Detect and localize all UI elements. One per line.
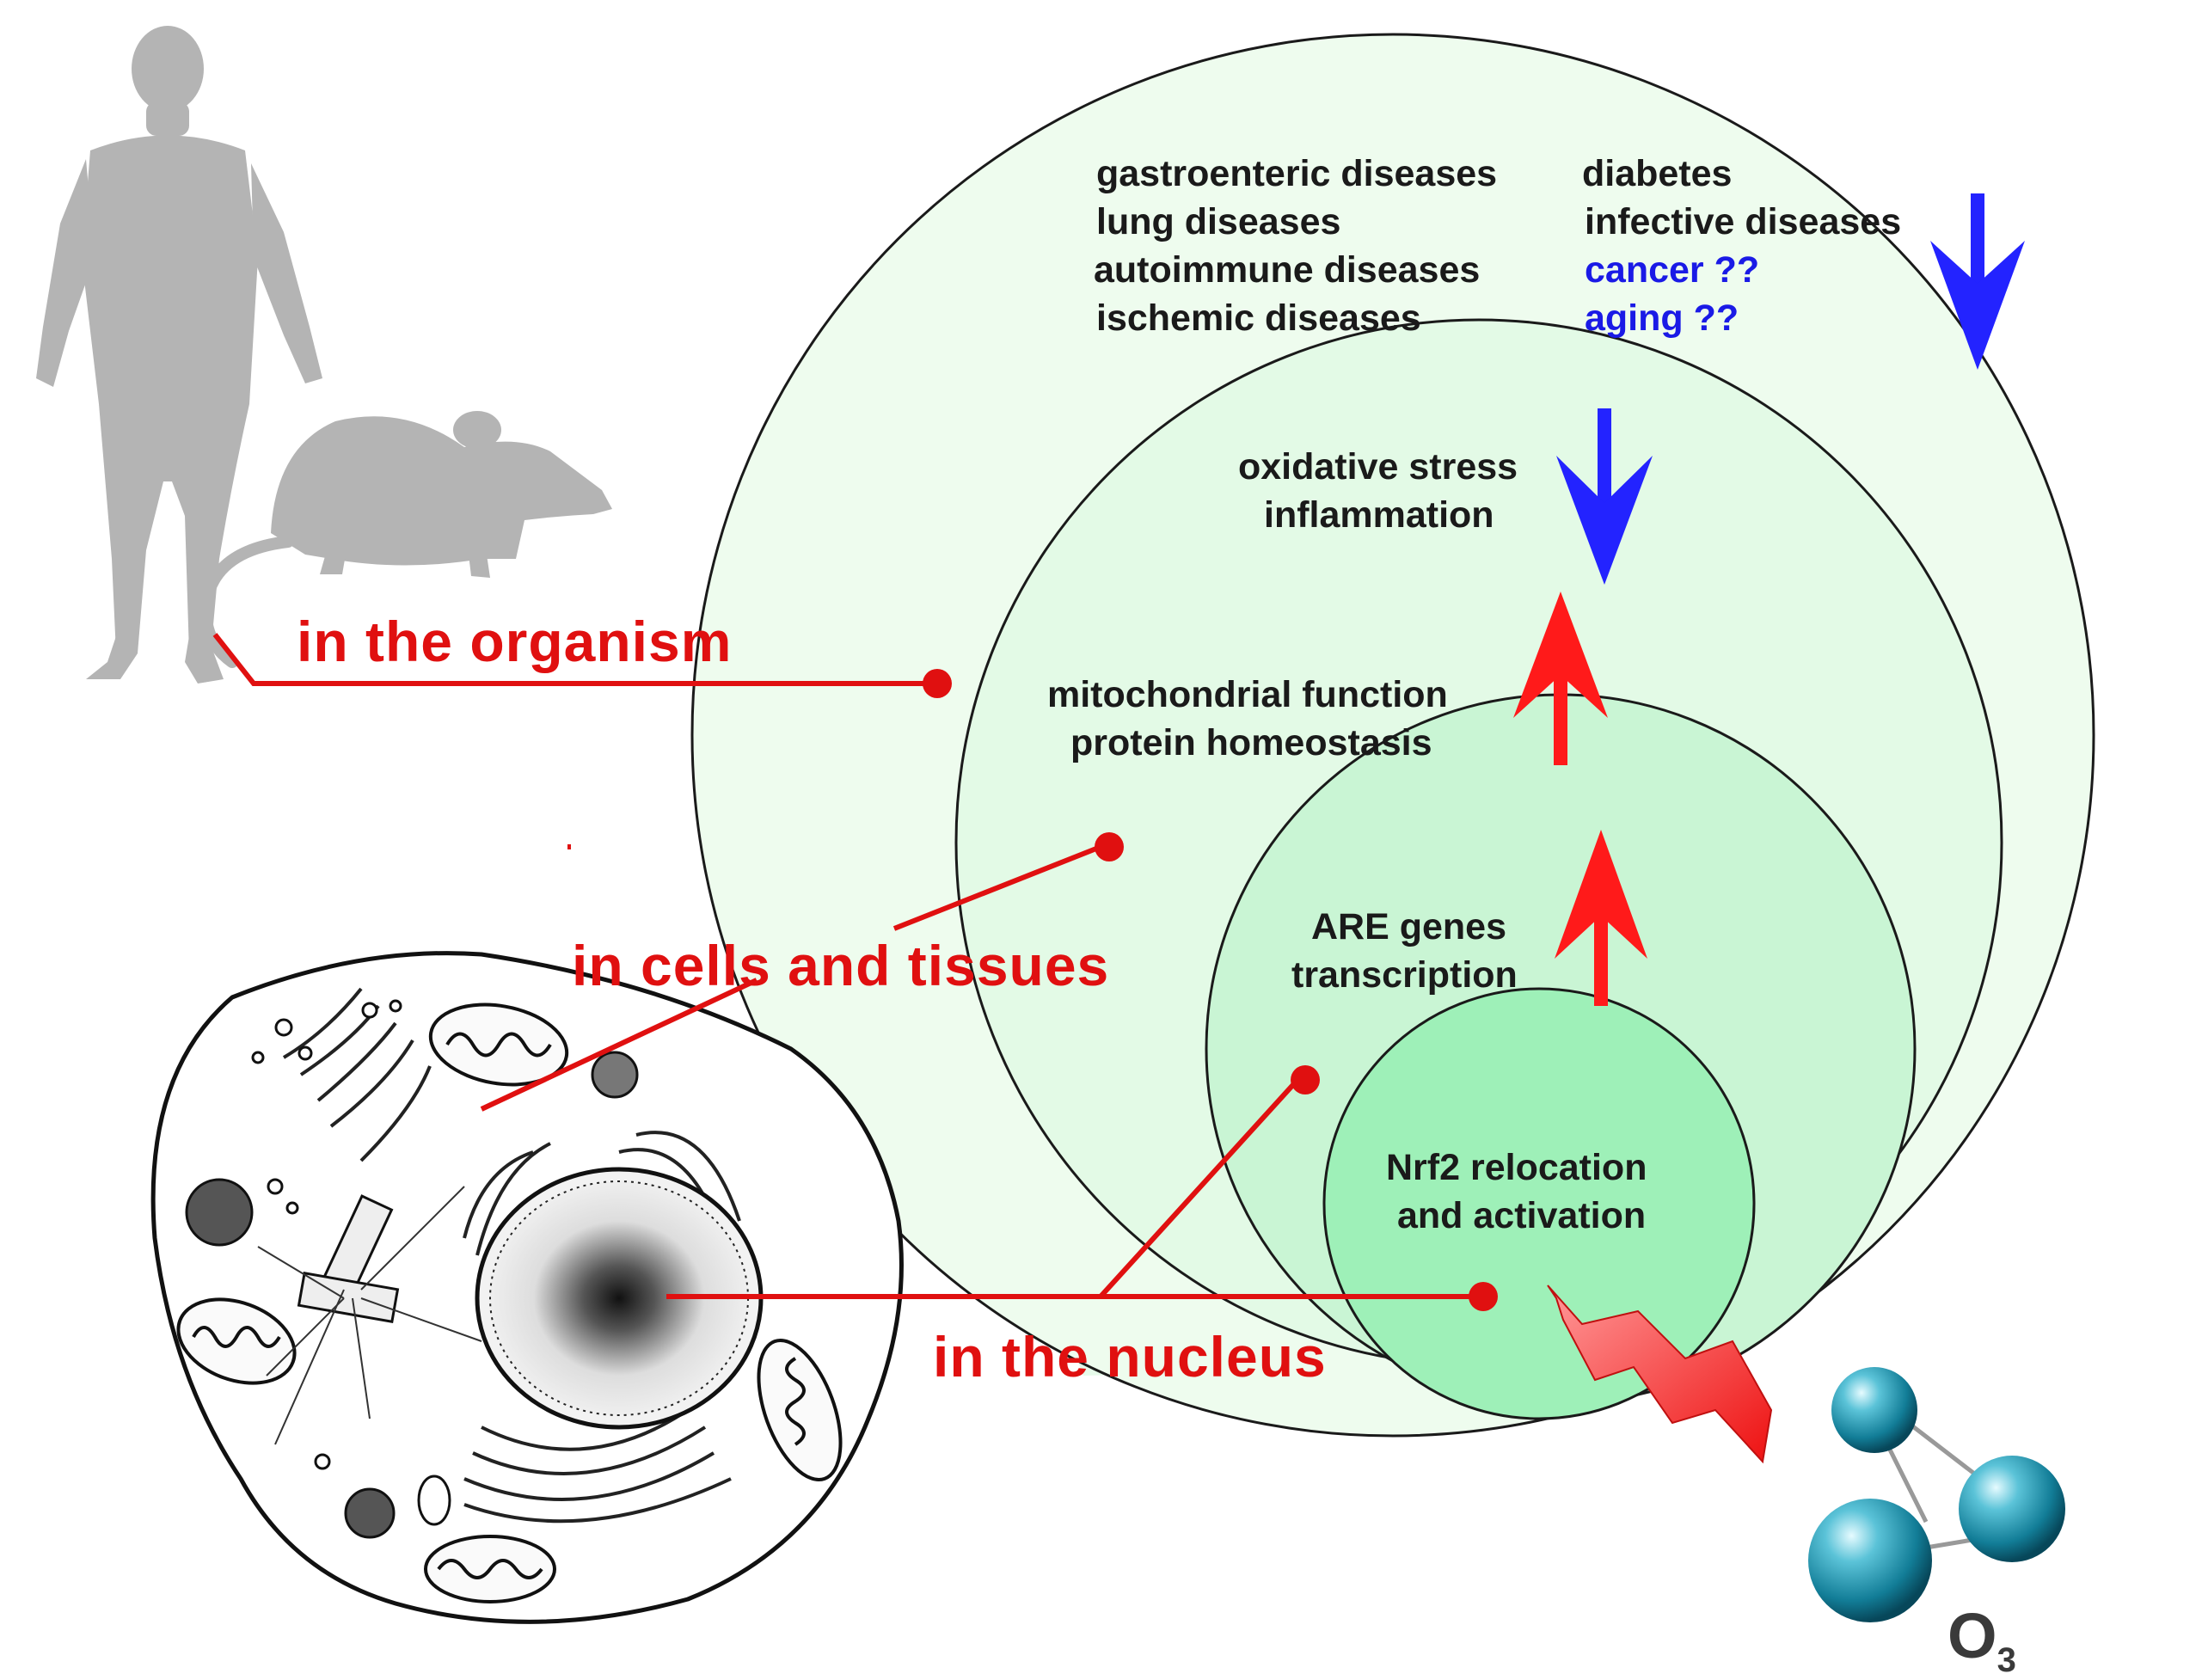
ozone-molecule-icon: [1808, 1367, 2065, 1622]
are-genes: ARE genes: [1311, 906, 1507, 947]
decrease-arrow-organism-icon: [1930, 193, 2025, 370]
are-connector: [1098, 1076, 1301, 1299]
rat-silhouette-icon: [199, 411, 612, 668]
decrease-arrow-stress-icon: [1556, 408, 1653, 585]
stress-oxidative: oxidative stress: [1238, 446, 1518, 487]
increase-arrow-mito-icon: [1513, 592, 1608, 765]
cells-connector-bottom: [480, 978, 758, 1112]
cells-marker: [1095, 832, 1124, 861]
level-label-nucleus: in the nucleus: [933, 1325, 1327, 1389]
mito-proteostasis: protein homeostasis: [1070, 722, 1432, 763]
level-label-cells: in cells and tissues: [572, 934, 1110, 997]
human-silhouette-icon: [36, 26, 322, 684]
organism-connector: [212, 633, 933, 686]
ozone-label: O3: [1947, 1599, 2016, 1680]
ozone-subscript: 3: [1997, 1640, 2016, 1679]
effect-aging: aging ??: [1585, 297, 1739, 339]
cell-drawing-icon: [150, 951, 904, 1624]
increase-arrow-are-icon: [1555, 830, 1647, 1006]
are-transcription: transcription: [1291, 954, 1518, 996]
circle-nrf2: [1322, 987, 1756, 1420]
effect-autoimmune: autoimmune diseases: [1094, 249, 1481, 291]
ozone-symbol: O: [1947, 1600, 1997, 1671]
level-connectors: [212, 633, 1475, 1299]
cells-connector-top: [892, 844, 1102, 931]
are-marker: [1291, 1065, 1320, 1094]
effect-gastroenteric: gastroenteric diseases: [1096, 153, 1498, 194]
effect-lung: lung diseases: [1096, 201, 1341, 242]
mito-function: mitochondrial function: [1047, 674, 1448, 715]
stray-mark: [567, 844, 571, 849]
effect-ischemic: ischemic diseases: [1096, 297, 1421, 339]
lightning-icon: [1547, 1285, 1773, 1464]
nrf2-relocation: Nrf2 relocation: [1386, 1147, 1647, 1188]
stress-inflammation: inflammation: [1264, 494, 1494, 536]
effect-diabetes: diabetes: [1582, 153, 1733, 194]
effect-cancer: cancer ??: [1585, 249, 1760, 291]
level-label-organism: in the organism: [297, 610, 733, 673]
nrf2-activation: and activation: [1397, 1195, 1647, 1236]
nucleus-marker: [1469, 1282, 1498, 1311]
effect-infective: infective diseases: [1585, 201, 1902, 242]
organism-marker: [923, 669, 952, 698]
